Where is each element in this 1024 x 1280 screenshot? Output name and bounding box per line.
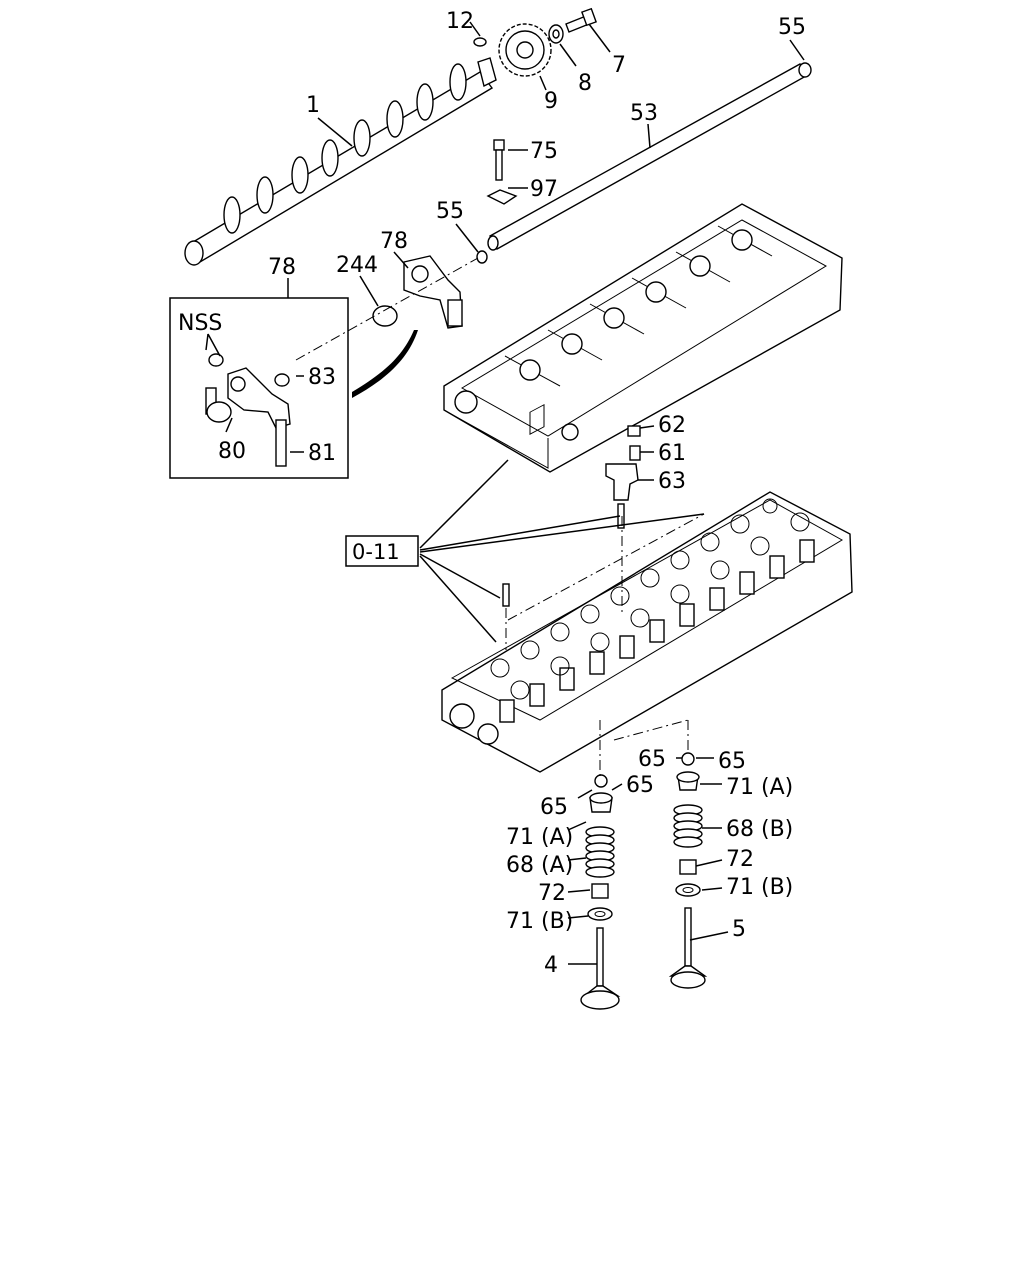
assembly-arrow <box>352 330 418 398</box>
cylinder-head <box>441 403 853 773</box>
label-78-arm: 78 <box>380 229 408 254</box>
woodruff-key <box>473 37 487 47</box>
leader-lines <box>205 21 805 965</box>
label-nss: NSS <box>178 311 222 336</box>
cam-gear <box>498 23 552 77</box>
exhaust-valve-stack <box>673 752 703 897</box>
label-78-box: 78 <box>268 255 296 280</box>
label-68b: 68 (B) <box>726 817 793 842</box>
roller <box>372 305 398 327</box>
label-8: 8 <box>578 71 592 96</box>
sensor-assembly <box>605 425 641 529</box>
label-80: 80 <box>218 439 246 464</box>
label-1: 1 <box>306 93 320 118</box>
label-83: 83 <box>308 365 336 390</box>
label-9: 9 <box>544 89 558 114</box>
label-81: 81 <box>308 441 336 466</box>
label-7: 7 <box>612 53 626 78</box>
exhaust-valve <box>668 907 708 989</box>
washer <box>548 24 564 44</box>
label-244: 244 <box>336 253 378 278</box>
label-65-l2: 65 <box>626 773 654 798</box>
label-72-right: 72 <box>726 847 754 872</box>
rocker-shaft <box>476 62 812 264</box>
label-97: 97 <box>530 177 558 202</box>
label-65-r2: 65 <box>718 749 746 774</box>
label-5: 5 <box>732 917 746 942</box>
label-55-mid: 55 <box>436 199 464 224</box>
label-71b-left: 71 (B) <box>506 909 573 934</box>
nss-inset <box>169 297 349 479</box>
label-75: 75 <box>530 139 558 164</box>
label-68a: 68 (A) <box>506 853 573 878</box>
label-4: 4 <box>544 953 558 978</box>
intake-valve-stack <box>585 774 615 921</box>
callout-labels: 1 12 9 8 7 55 53 75 97 55 78 244 78 NSS … <box>178 9 806 978</box>
camshaft <box>184 57 497 266</box>
label-55-top: 55 <box>778 15 806 40</box>
bracket <box>486 189 518 205</box>
shaft-bolt <box>493 139 505 181</box>
label-71a-right: 71 (A) <box>726 775 793 800</box>
label-71b-right: 71 (B) <box>726 875 793 900</box>
label-12: 12 <box>446 9 474 34</box>
label-53: 53 <box>630 101 658 126</box>
label-63: 63 <box>658 469 686 494</box>
label-65-l1: 65 <box>540 795 568 820</box>
label-72-left: 72 <box>538 881 566 906</box>
label-62: 62 <box>658 413 686 438</box>
assembly-lines <box>295 257 705 780</box>
rocker-arm <box>403 255 463 329</box>
label-61: 61 <box>658 441 686 466</box>
label-65-r1: 65 <box>638 747 666 772</box>
intake-valve <box>580 927 621 1010</box>
reference-box <box>345 535 419 567</box>
label-0-11: 0-11 <box>352 540 400 564</box>
label-71a-left: 71 (A) <box>506 825 573 850</box>
dowel-pin <box>502 583 510 607</box>
